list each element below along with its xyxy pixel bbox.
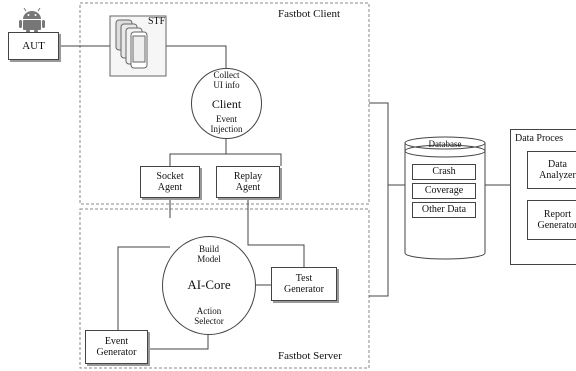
socket-agent-label: Socket Agent <box>156 170 184 194</box>
report-generator-box: Report Generator <box>527 200 576 240</box>
stf-to-client-line <box>166 45 227 68</box>
aut-label: AUT <box>22 39 45 52</box>
event-gen-to-core-line <box>148 335 209 350</box>
database-item-coverage: Coverage <box>412 183 476 199</box>
test-generator-box: Test Generator <box>271 267 337 301</box>
test-generator-label: Test Generator <box>284 272 324 296</box>
database-item-other-data: Other Data <box>412 202 476 218</box>
action-selector-label: Action Selector <box>194 306 224 326</box>
android-icon <box>19 7 45 34</box>
database-item-label: Coverage <box>424 185 464 197</box>
replay-agent-label: Replay Agent <box>233 170 263 194</box>
database-item-label: Crash <box>432 166 456 178</box>
client-circle: Collect UI info Client Event Injection <box>191 68 262 139</box>
ai-core-label: AI-Core <box>187 277 231 292</box>
report-generator-label: Report Generator <box>537 208 576 232</box>
build-model-label: Build Model <box>197 244 221 264</box>
server-region-border <box>79 208 370 369</box>
socket-to-event-gen-line <box>117 246 170 330</box>
socket-agent-box: Socket Agent <box>140 166 200 198</box>
database-title: Database <box>428 139 462 149</box>
data-analyzer-box: Data Analyzer <box>527 151 576 189</box>
database-item-crash: Crash <box>412 164 476 180</box>
server-region-title: Fastbot Server <box>278 350 342 362</box>
event-injection-label: Event Injection <box>210 114 243 134</box>
data-process-title: Data Proces <box>515 133 564 144</box>
aut-box: AUT <box>8 32 59 60</box>
event-generator-box: Event Generator <box>85 330 148 364</box>
collect-ui-info-label: Collect UI info <box>213 70 240 90</box>
data-process-panel: Data Proces <box>510 129 576 265</box>
database-item-label: Other Data <box>421 204 467 216</box>
stf-label: STF <box>148 16 166 27</box>
event-generator-label: Event Generator <box>96 335 137 359</box>
replay-to-test-gen-line <box>247 198 305 267</box>
replay-agent-box: Replay Agent <box>216 166 280 198</box>
client-label: Client <box>211 97 242 111</box>
data-analyzer-label: Data Analyzer <box>539 158 576 182</box>
stf-phones-icon <box>109 15 167 77</box>
ai-core-circle: Build Model AI-Core Action Selector <box>162 236 256 335</box>
agents-branch-line <box>169 153 282 166</box>
client-region-title: Fastbot Client <box>278 8 341 20</box>
regions-to-database-line <box>369 102 389 297</box>
